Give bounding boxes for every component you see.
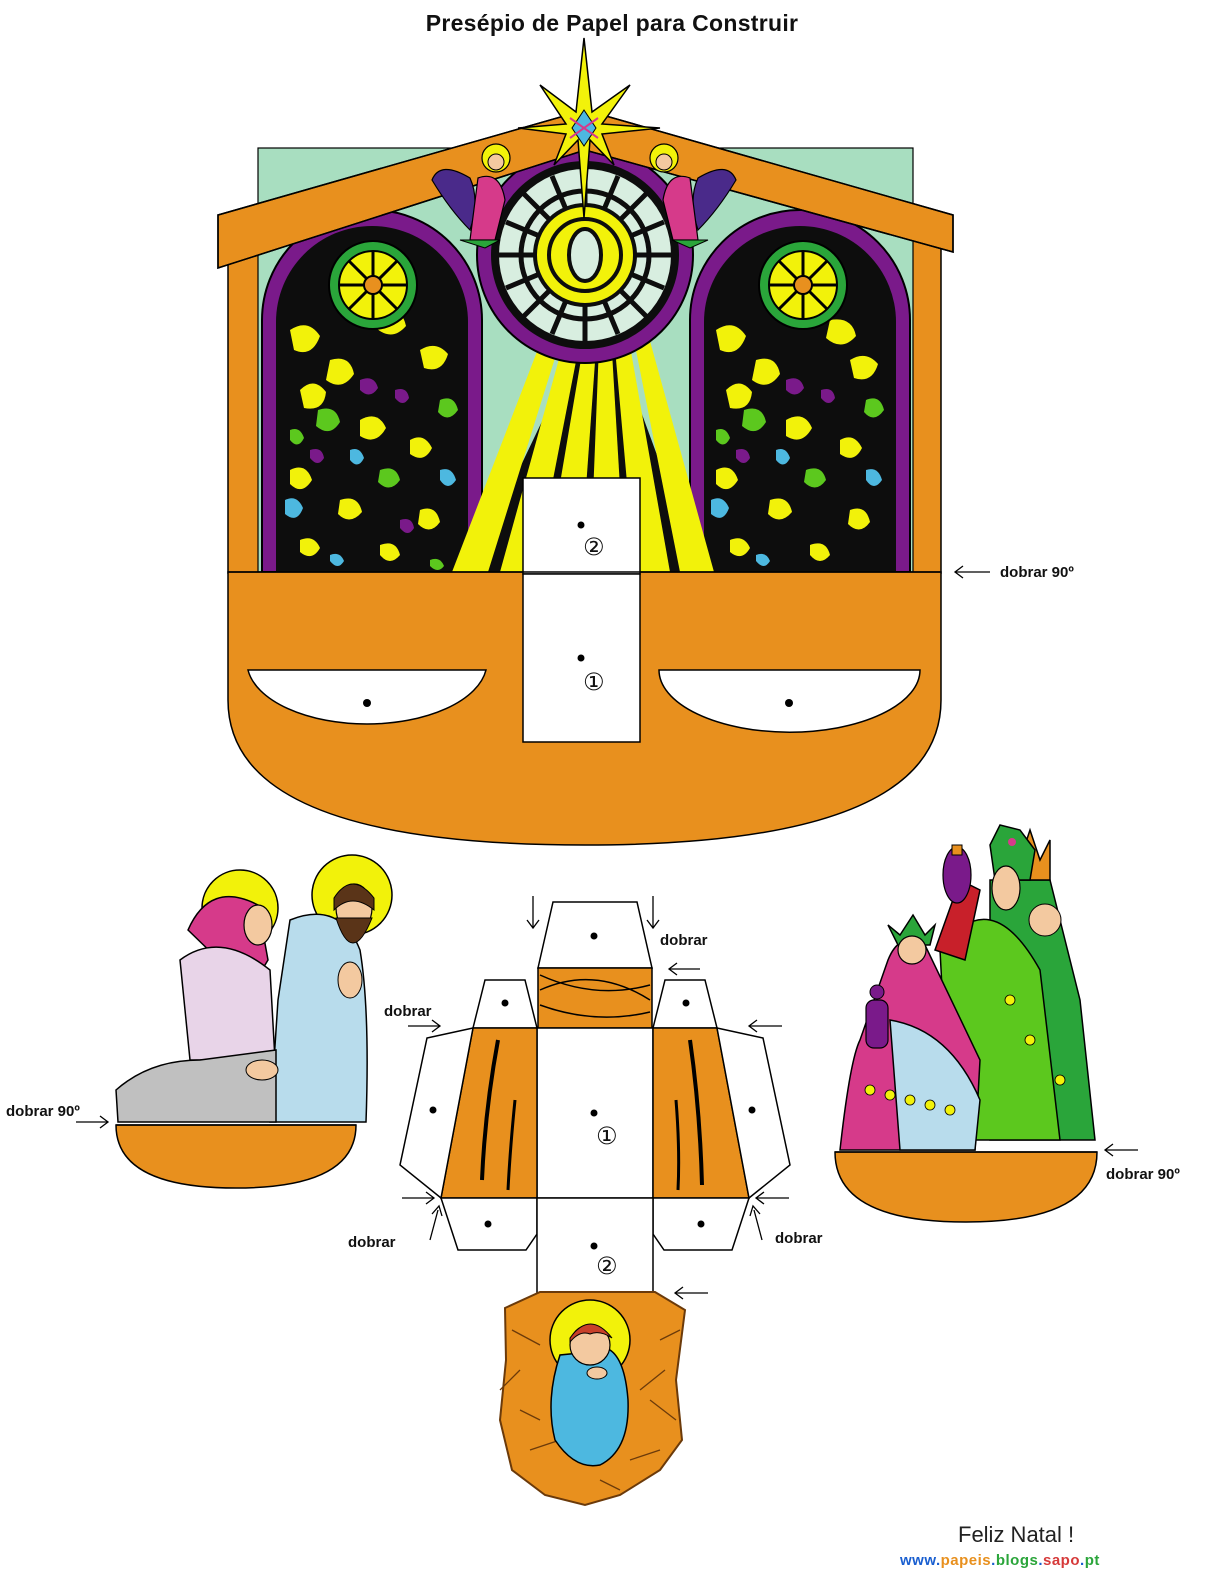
- greeting-text: Feliz Natal !: [958, 1522, 1075, 1547]
- website-part: .: [1080, 1552, 1085, 1569]
- fold-label-top: dobrar: [660, 932, 708, 949]
- manger-net: [399, 896, 791, 1300]
- website-part: .: [1038, 1552, 1043, 1569]
- website-part: .: [991, 1552, 996, 1569]
- website-part: pt: [1084, 1552, 1100, 1569]
- fold-label-mary-joseph: dobrar 90º: [6, 1103, 80, 1120]
- baby-jesus-in-manger: [498, 1291, 687, 1507]
- tab-marker-2-manger: ②: [596, 1252, 618, 1280]
- page-title: Presépio de Papel para Construir: [425, 10, 799, 36]
- fold-label-left-top: dobrar: [384, 1003, 432, 1020]
- star: [517, 37, 661, 219]
- stained-glass-window-right: [689, 209, 911, 572]
- rose-window: [476, 148, 694, 364]
- tab-marker-1-stable: ①: [583, 668, 605, 696]
- three-kings: [834, 824, 1138, 1223]
- fold-label-three-kings: dobrar 90º: [1106, 1166, 1180, 1183]
- mary-and-joseph: [76, 854, 393, 1189]
- stable-backdrop: [217, 109, 990, 846]
- angel-right: [649, 143, 737, 249]
- website-part: sapo: [1043, 1552, 1081, 1569]
- stained-glass-window-left: [261, 209, 483, 572]
- fold-label-left-bottom: dobrar: [348, 1234, 396, 1251]
- angel-left: [431, 143, 511, 249]
- tab-marker-1-manger: ①: [596, 1122, 618, 1150]
- tab-marker-2-stable: ②: [583, 533, 605, 561]
- website-part: blogs: [995, 1552, 1039, 1569]
- website-link[interactable]: www.papeis.blogs.sapo.pt: [900, 1552, 1100, 1569]
- fold-label-right-bottom: dobrar: [775, 1230, 823, 1247]
- fold-label-stable: dobrar 90º: [1000, 564, 1074, 581]
- website-part: papeis: [940, 1552, 992, 1569]
- website-part: www.: [900, 1552, 941, 1569]
